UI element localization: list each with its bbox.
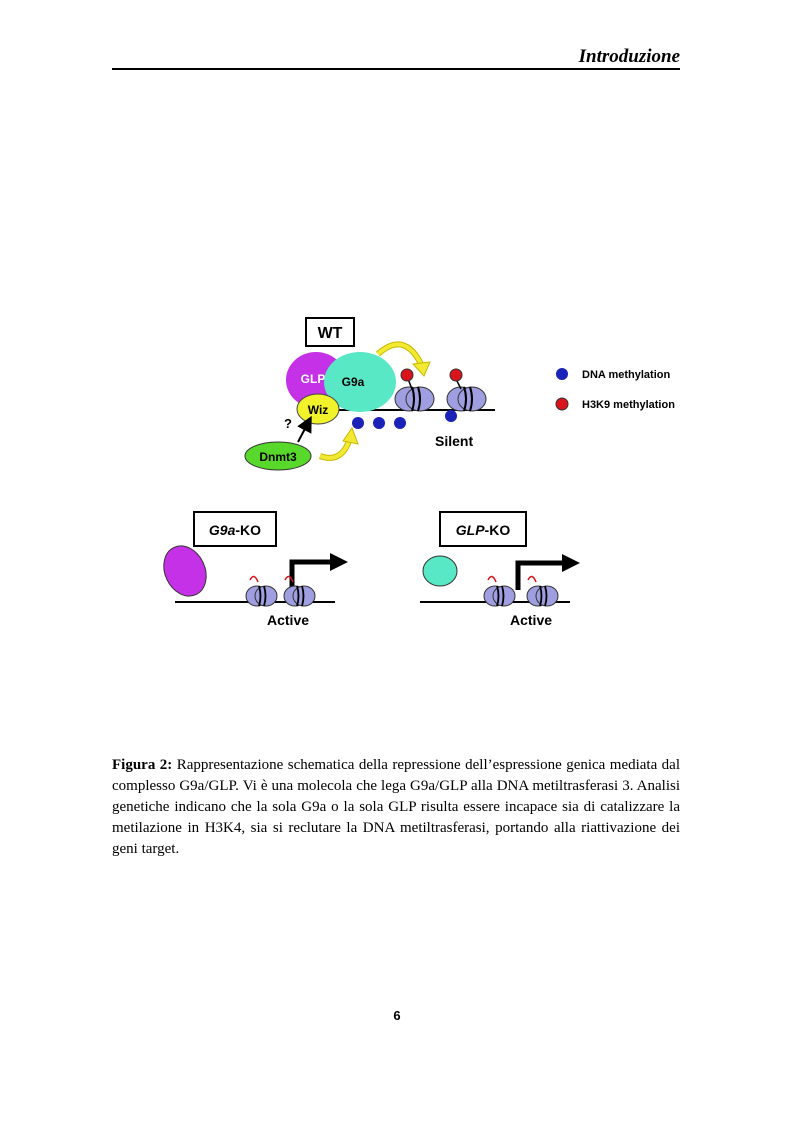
g9a-ko-transcription-arrow — [289, 559, 332, 590]
h3k9-mark — [449, 368, 463, 382]
wt-label: WT — [318, 325, 343, 342]
h3k9-mark — [400, 368, 414, 382]
wt-box — [305, 317, 355, 347]
question-mark: ? — [284, 416, 292, 431]
dna-methyl-dot — [352, 417, 364, 429]
glp-ko-transcription-arrow — [515, 560, 564, 590]
methylation-arrow-bottom-head — [342, 426, 359, 445]
glp-ko-transcription-arrowhead — [562, 554, 580, 572]
caption-label: Figura 2: — [112, 757, 173, 773]
legend-h3k9-methylation-dot — [555, 397, 569, 411]
g9a-ko-active-label: Active — [267, 612, 309, 628]
figure: WT GLP G9a Wiz — [150, 310, 710, 640]
silent-nucleosome-2 — [446, 386, 487, 412]
page-number: 6 — [393, 1008, 401, 1023]
g9a-protein-remaining — [422, 555, 458, 587]
caption-text: Rappresentazione schematica della repres… — [112, 757, 681, 857]
methylation-arrow-top-head — [411, 361, 431, 377]
methylation-arrow-top-fill — [376, 342, 424, 367]
g9a-label: G9a — [342, 375, 365, 389]
page-header: Introduzione — [112, 46, 680, 70]
g9a-ko-label: G9a-KO — [209, 522, 261, 538]
glp-ko-label: GLP-KO — [456, 522, 511, 538]
glp-label: GLP — [301, 372, 326, 386]
legend-h3k9-methylation-label: H3K9 methylation — [582, 399, 675, 411]
g9a-ko-transcription-arrowhead — [330, 553, 348, 571]
glp-protein-remaining — [163, 545, 207, 597]
dna-methyl-dot — [373, 417, 385, 429]
g9a-ko-nucleosome-1 — [245, 575, 278, 607]
g9a-protein — [324, 352, 396, 412]
legend-dna-methylation-dot — [556, 368, 568, 380]
header-title: Introduzione — [578, 46, 680, 67]
silent-nucleosome-1 — [394, 386, 435, 412]
silent-label: Silent — [435, 433, 473, 449]
dna-methyl-dot — [445, 410, 457, 422]
g9a-ko-nucleosome-2 — [283, 575, 316, 607]
wiz-label: Wiz — [308, 403, 329, 417]
glp-ko-nucleosome-2 — [526, 575, 559, 607]
g9a-ko-box — [193, 511, 277, 547]
glp-ko-box — [439, 511, 527, 547]
dnmt3-protein — [244, 441, 312, 471]
glp-ko-nucleosome-1 — [483, 575, 516, 607]
figure-caption: Figura 2: Rappresentazione schematica de… — [112, 755, 680, 860]
dna-methyl-dot — [394, 417, 406, 429]
dnmt3-link-arrow — [297, 415, 312, 443]
glp-ko-active-label: Active — [510, 612, 552, 628]
dnmt3-label: Dnmt3 — [259, 450, 297, 464]
legend-dna-methylation-label: DNA methylation — [582, 369, 670, 381]
